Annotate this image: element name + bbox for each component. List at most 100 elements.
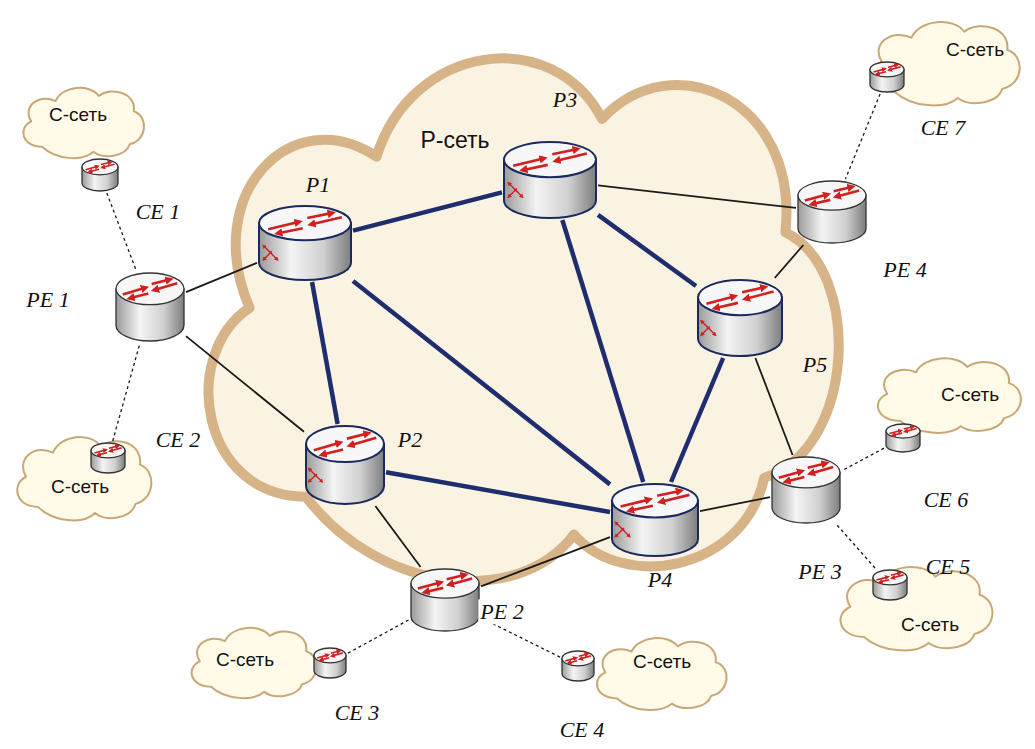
router-top	[116, 273, 184, 305]
router-icon	[80, 157, 120, 193]
router-top	[306, 426, 384, 462]
router-arrow	[745, 291, 774, 299]
access-link	[837, 525, 875, 568]
router-icon	[560, 649, 596, 683]
router-arrow	[418, 582, 441, 588]
router-arrow	[320, 658, 329, 660]
router-label: PE 3	[796, 559, 843, 584]
network-name: С-сеть	[49, 104, 107, 126]
router-arrow	[350, 438, 377, 446]
router-arrow	[268, 222, 299, 229]
edge-router: PE 3	[770, 455, 842, 525]
router-arrow	[579, 654, 588, 656]
router-label: P3	[551, 87, 579, 112]
customer-network-cloud: С-сеть	[183, 622, 323, 702]
router-arrow	[834, 187, 853, 191]
provider-cloud-outline	[165, 15, 870, 610]
switch-arrow	[616, 522, 624, 530]
router-arrow	[152, 279, 171, 284]
router-arrow	[621, 499, 650, 506]
router-icon	[409, 567, 481, 633]
router-arrow	[568, 661, 577, 663]
switch-arrow	[508, 183, 516, 191]
router-arrow	[657, 491, 681, 496]
router-top	[873, 570, 907, 585]
router-top	[798, 181, 866, 210]
router-arrow	[522, 165, 547, 170]
router-icon	[89, 441, 127, 475]
router-arrow	[130, 294, 149, 299]
router-icon	[257, 204, 353, 282]
router-arrow	[98, 453, 107, 455]
router-icon	[770, 455, 842, 525]
router-arrow	[880, 580, 889, 582]
customer-network-cloud: С-сеть	[8, 430, 158, 525]
router-icon	[502, 140, 598, 220]
access-link	[845, 94, 880, 179]
customer-cloud-outline	[862, 15, 1027, 110]
router-arrow	[123, 288, 146, 295]
edge-router: PE 2	[409, 567, 481, 633]
edge-router: PE 4	[796, 179, 868, 245]
cloud-path	[23, 88, 144, 158]
router-arrow	[779, 471, 802, 478]
router-label: CE 1	[134, 199, 183, 224]
customer-network-cloud: С-сеть	[830, 560, 1000, 655]
router-top	[91, 443, 125, 458]
access-link	[107, 193, 137, 271]
router-top	[259, 206, 351, 240]
cloud-path	[192, 628, 317, 698]
router-label: CE 4	[558, 717, 607, 742]
router-arrow	[805, 194, 828, 200]
customer-network-cloud: С-сеть	[588, 632, 733, 714]
router-top	[870, 62, 904, 77]
router-top	[772, 457, 840, 488]
customer-router: CE 7	[868, 60, 906, 94]
router-arrow	[154, 283, 177, 290]
router-arrow	[786, 477, 805, 482]
router-label: P2	[396, 427, 424, 452]
router-label: PE 2	[478, 599, 525, 624]
cloud-path	[840, 567, 992, 650]
router-arrow	[836, 190, 859, 196]
router-icon	[868, 60, 906, 94]
cloud-path	[209, 58, 839, 581]
router-top	[411, 569, 479, 598]
switch-arrow	[701, 321, 709, 329]
network-name: С-сеть	[946, 39, 1004, 61]
customer-network-cloud: С-сеть	[15, 82, 150, 162]
router-arrow	[715, 303, 738, 308]
router-arrow	[322, 449, 343, 454]
network-name: С-сеть	[941, 384, 999, 406]
router-label: CE 7	[919, 115, 968, 140]
customer-router: CE 1	[80, 157, 120, 193]
router-arrow	[629, 506, 653, 511]
customer-cloud-outline	[588, 632, 733, 714]
switch-arrow	[309, 469, 317, 477]
router-label: CE 3	[333, 700, 382, 725]
router-arrow	[556, 153, 587, 161]
network-name: С-сеть	[216, 649, 274, 671]
router-label: PE 4	[881, 257, 928, 282]
router-label: CE 5	[924, 554, 973, 579]
network-name: С-сеть	[633, 651, 691, 673]
access-link	[113, 343, 140, 441]
router-arrow	[877, 72, 886, 74]
router-icon	[696, 278, 784, 358]
router-arrow	[109, 446, 118, 448]
network-name: Р-сеть	[420, 127, 489, 153]
router-arrow	[449, 578, 472, 584]
customer-router: CE 4	[560, 649, 596, 683]
router-label: P1	[304, 172, 332, 197]
router-icon	[871, 568, 909, 602]
core-router: P3	[502, 140, 598, 220]
router-arrow	[331, 651, 340, 653]
router-label: CE 6	[922, 487, 971, 512]
customer-cloud-outline	[830, 560, 1000, 655]
router-top	[698, 280, 782, 315]
router-arrow	[660, 495, 689, 502]
router-arrow	[891, 573, 900, 575]
router-arrow	[706, 296, 735, 304]
